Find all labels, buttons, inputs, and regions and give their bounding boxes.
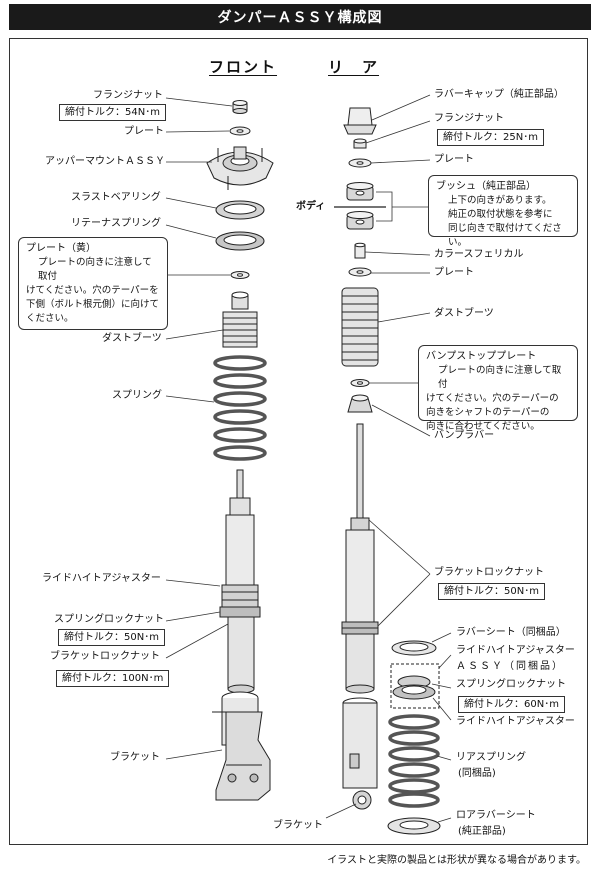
front-plate-note-title: プレート（黄）: [26, 243, 96, 254]
rear-ride-height-assy-label-1: ライドハイトアジャスター: [456, 645, 575, 656]
front-flange-nut-label: フランジナット: [93, 90, 163, 101]
rear-collar-label: カラースフェリカル: [434, 249, 524, 260]
rear-collar-part: [354, 242, 366, 259]
rear-bump-plate-part: [350, 379, 370, 387]
rear-rubber-seat-label: ラバーシート（同梱品）: [456, 627, 566, 638]
rear-heading: リ ア: [328, 58, 380, 76]
front-retainer-spring-part: [215, 231, 265, 251]
rear-flange-torque: 締付トルク：25N･m: [437, 129, 544, 146]
rear-lower-seat-part: [387, 817, 441, 835]
rear-spring-part: [388, 714, 440, 808]
rear-bush-note: ブッシュ（純正部品） 上下の向きがあります。 純正の取付状態を参考に 同じ向きで…: [428, 175, 578, 248]
front-bracket-lock-label: ブラケットロックナット: [50, 651, 160, 662]
rear-bracket-label: ブラケット: [273, 820, 323, 831]
rear-bump-note-title: バンプストッププレート: [426, 351, 537, 362]
diagram-frame: [9, 38, 588, 845]
page-title: ダンパーＡＳＳＹ構成図: [9, 4, 591, 30]
rear-bush-note-line-2: 純正の取付状態を参考に: [448, 209, 553, 220]
rear-plate-part: [348, 158, 372, 168]
rear-ride-height-assy-label-2: ＡＳＳＹ（同梱品）: [456, 661, 564, 672]
front-upper-mount-part: [206, 146, 274, 190]
front-spring-lock-label: スプリングロックナット: [54, 614, 164, 625]
rear-lower-seat-label-2: (純正部品): [458, 826, 506, 837]
rear-lower-seat-label-1: ロアラバーシート: [456, 810, 536, 821]
rear-spring-lock-label: スプリングロックナット: [456, 679, 566, 690]
front-plate-note-line-2: けてください。穴のテーパーを: [26, 285, 159, 296]
rear-flange-nut-part: [353, 138, 367, 149]
rear-plate2-label: プレート: [434, 267, 474, 278]
rear-bump-rubber-label: バンプラバー: [434, 430, 495, 441]
front-plate-note-line-3: 下側（ボルト根元側）に向けて: [26, 299, 160, 310]
rear-spring-label-2: (同梱品): [458, 768, 496, 779]
rear-bump-note-line-4: 向きに合わせてください。: [426, 421, 540, 432]
front-upper-mount-label: アッパーマウントＡＳＳＹ: [45, 156, 165, 167]
front-dust-boot-part: [222, 291, 258, 348]
rear-bracket-lock-label: ブラケットロックナット: [434, 567, 544, 578]
rear-rubber-cap-label: ラバーキャップ（純正部品）: [434, 89, 564, 100]
front-plate-note-line-1: プレートの向きに注意して取付: [38, 257, 152, 282]
front-spring-label: スプリング: [112, 390, 162, 401]
rear-bush-note-title: ブッシュ（純正部品）: [436, 181, 536, 192]
rear-bush-note-line-3: 同じ向きで取付けてください。: [448, 223, 562, 248]
front-dust-boot-label: ダストブーツ: [102, 333, 162, 344]
rear-bump-note-line-3: 向きをシャフトのテーパーの: [426, 407, 550, 418]
front-ride-height-label: ライドハイトアジャスター: [42, 573, 161, 584]
rear-shock-part: [341, 423, 379, 694]
front-plate-part: [229, 126, 251, 136]
front-flange-torque: 締付トルク：54N･m: [59, 104, 166, 121]
front-plate-note: プレート（黄） プレートの向きに注意して取付 けてください。穴のテーパーを 下側…: [18, 237, 168, 330]
rear-dust-boot-label: ダストブーツ: [434, 308, 494, 319]
front-retainer-spring-label: リテーナスプリング: [71, 218, 161, 229]
rear-rubber-seat-part: [391, 640, 437, 656]
front-plate-note-line-4: ください。: [26, 313, 74, 324]
rear-rubber-cap-part: [343, 107, 377, 135]
rear-spring-lock-torque: 締付トルク：60N･m: [458, 696, 565, 713]
front-flange-nut-part: [232, 100, 248, 114]
rear-plate2-part: [348, 267, 372, 277]
front-spring-lock-torque: 締付トルク：50N･m: [58, 629, 165, 646]
footer-disclaimer: イラストと実際の製品とは形状が異なる場合があります。: [327, 855, 586, 866]
rear-bracket-part: [342, 697, 378, 810]
rear-bush-lower-part: [346, 211, 374, 230]
front-thrust-bearing-label: スラストベアリング: [71, 192, 161, 203]
front-bracket-label: ブラケット: [110, 752, 160, 763]
rear-bump-note-line-1: プレートの向きに注意して取付: [438, 365, 562, 390]
rear-bump-note: バンプストッププレート プレートの向きに注意して取付 けてください。穴のテーパー…: [418, 345, 578, 432]
front-plate-label: プレート: [124, 126, 164, 137]
rear-flange-nut-label: フランジナット: [434, 113, 504, 124]
rear-ride-height-label: ライドハイトアジャスター: [456, 716, 575, 727]
rear-bush-upper-part: [346, 182, 374, 201]
rear-ride-height-assy-part: [390, 663, 440, 709]
rear-plate-label: プレート: [434, 154, 474, 165]
front-bracket-part: [212, 691, 271, 801]
rear-bracket-lock-torque: 締付トルク：50N･m: [438, 583, 545, 600]
front-spring-part: [213, 355, 267, 461]
rear-dust-boot-part: [341, 287, 379, 367]
front-shock-body-part: [219, 469, 261, 694]
front-heading: フロント: [209, 58, 278, 76]
front-thrust-bearing-part: [215, 200, 265, 220]
body-label: ボディ: [296, 201, 326, 212]
rear-spring-label-1: リアスプリング: [456, 752, 526, 763]
front-plate-yellow-part: [230, 271, 250, 279]
rear-bump-note-line-2: けてください。穴のテーパーの: [426, 393, 559, 404]
rear-bush-note-line-1: 上下の向きがあります。: [448, 195, 552, 206]
rear-bump-rubber-part: [347, 394, 373, 413]
front-bracket-lock-torque: 締付トルク：100N･m: [56, 670, 170, 687]
